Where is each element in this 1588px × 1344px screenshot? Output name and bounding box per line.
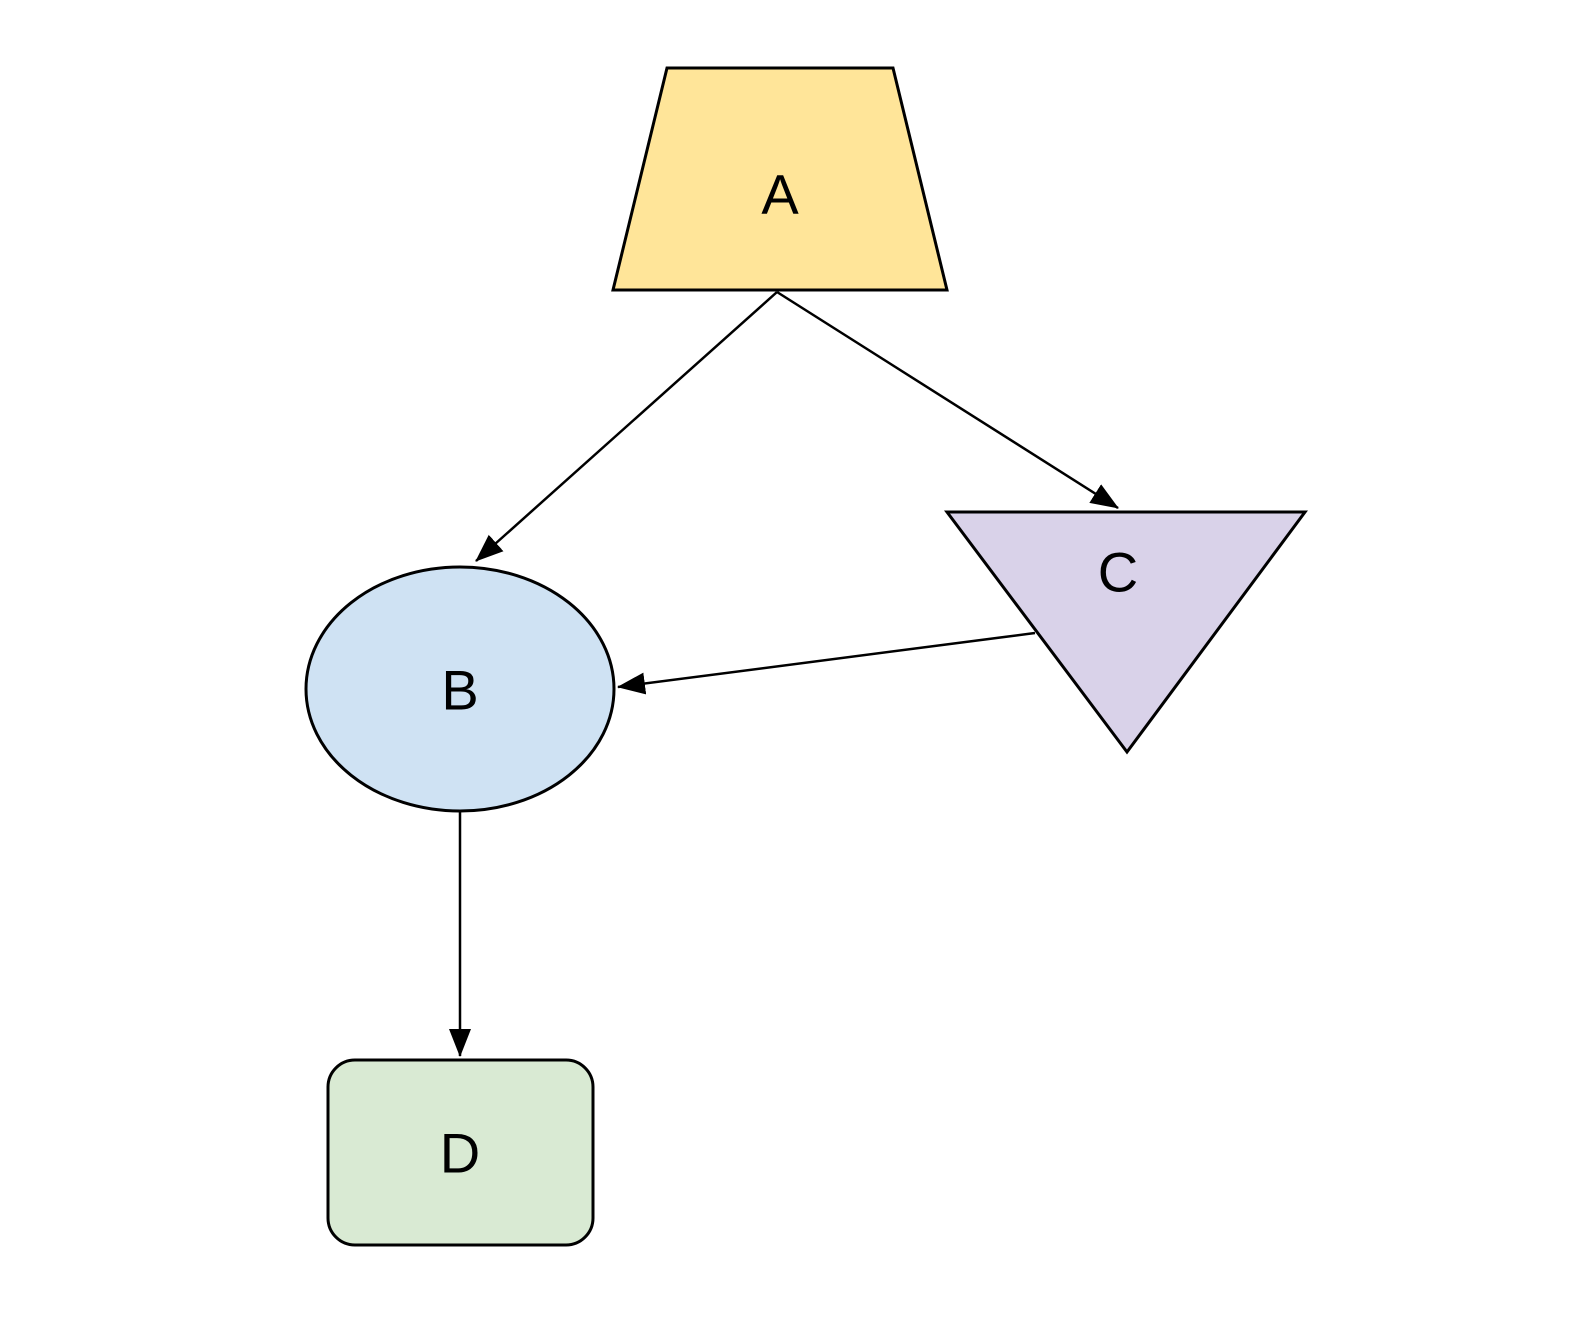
node-C: C (944, 510, 1308, 755)
edge-A-to-B (475, 291, 778, 562)
node-A: A (611, 66, 949, 292)
node-D: D (326, 1058, 595, 1247)
node-B: B (304, 565, 616, 813)
trapezoid-shape-A (611, 66, 949, 292)
node-D-label: D (440, 1122, 480, 1185)
edge-C-to-B (617, 631, 1036, 695)
inverted-triangle-shape-C (944, 510, 1308, 755)
rounded-rect-shape-D (326, 1058, 595, 1247)
node-C-label: C (1098, 541, 1138, 604)
edge-A-to-C (776, 290, 1119, 510)
node-B-label: B (441, 659, 478, 722)
node-A-label: A (761, 163, 799, 226)
ellipse-shape-B (304, 565, 616, 813)
